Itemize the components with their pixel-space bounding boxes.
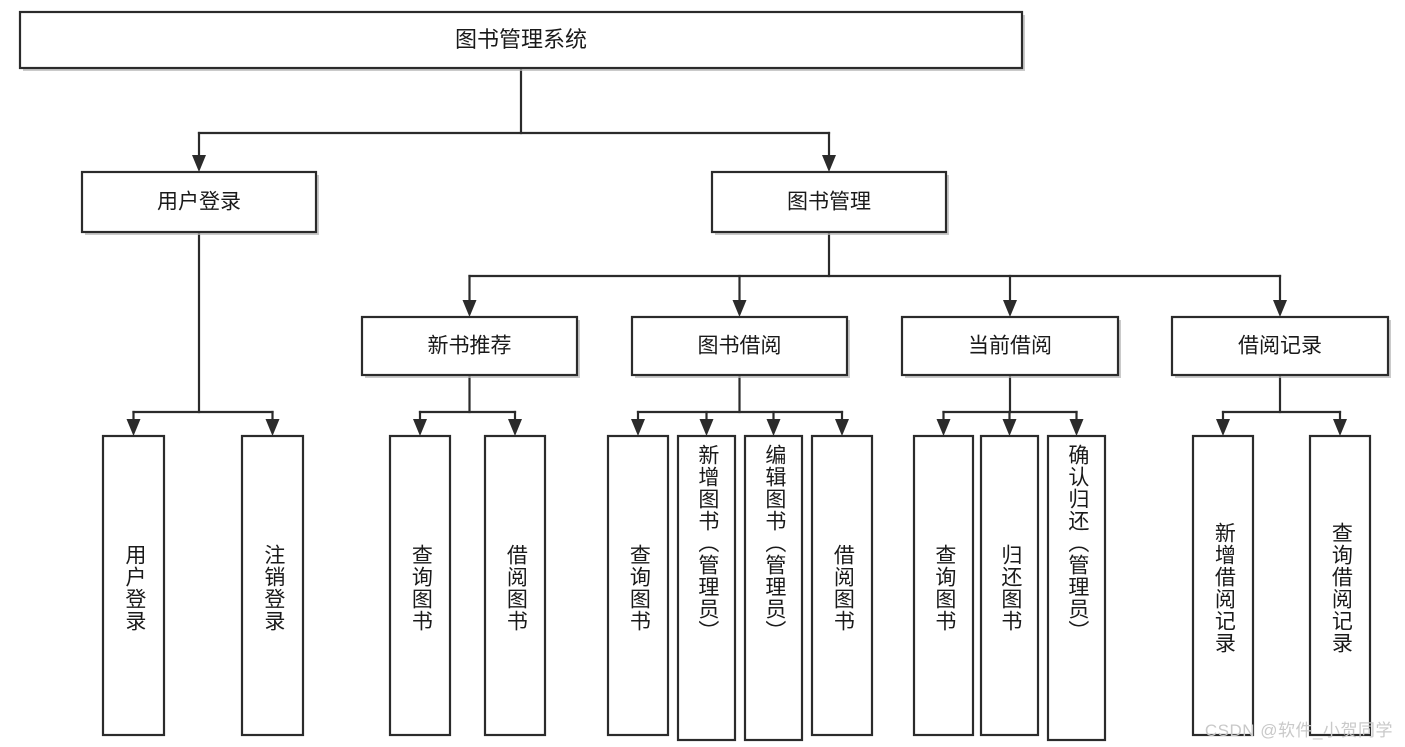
node-add-book-admin[interactable] (676, 434, 737, 742)
page-title: 图书管理系统 (455, 27, 587, 52)
node-add-borrow-record[interactable] (1191, 434, 1255, 737)
node-edit-book-admin[interactable] (743, 434, 804, 742)
node-label-book-borrow: 图书借阅 (698, 335, 782, 358)
arrow-book-mgmt-3 (1273, 300, 1287, 317)
node-query-book-3[interactable] (912, 434, 975, 737)
arrow-book-borrow-0 (631, 419, 645, 436)
node-borrow-records[interactable] (1170, 315, 1390, 377)
arrow-book-mgmt-2 (1003, 300, 1017, 317)
arrow-current-borrow-0 (936, 419, 951, 436)
node-root[interactable] (18, 10, 1024, 70)
node-borrow-book-1[interactable] (483, 434, 547, 737)
arrow-new-book-recommend-1 (508, 419, 522, 436)
arrow-book-borrow-3 (835, 419, 849, 436)
node-label-book-management: 图书管理 (787, 191, 871, 214)
arrow-current-borrow-2 (1069, 419, 1084, 436)
node-return-book[interactable] (979, 434, 1040, 737)
arrow-book-mgmt-1 (732, 300, 747, 317)
node-current-borrow[interactable] (900, 315, 1120, 377)
node-borrow-book-2[interactable] (810, 434, 874, 737)
node-label-current-borrow: 当前借阅 (968, 335, 1052, 358)
node-label-user-login: 用户登录 (157, 191, 241, 214)
arrow-root-1 (822, 155, 836, 172)
arrow-book-borrow-1 (699, 419, 714, 436)
arrow-user-login-1 (265, 419, 280, 436)
node-user-login-do[interactable] (101, 434, 166, 737)
node-query-book-1[interactable] (388, 434, 452, 737)
arrow-current-borrow-1 (1002, 419, 1017, 436)
node-label-new-book-recommend: 新书推荐 (428, 335, 512, 358)
boxes-layer (18, 10, 1391, 742)
arrow-borrow-records-0 (1216, 419, 1230, 436)
node-book-management[interactable] (710, 170, 948, 234)
node-book-borrow[interactable] (630, 315, 849, 377)
node-user-login[interactable] (80, 170, 318, 234)
node-label-borrow-records: 借阅记录 (1238, 335, 1322, 358)
node-user-logout[interactable] (240, 434, 305, 737)
watermark-text: CSDN @软件_小贺同学 (1204, 721, 1393, 740)
arrow-book-mgmt-0 (462, 300, 477, 317)
arrow-book-borrow-2 (766, 419, 781, 436)
node-confirm-return-admin[interactable] (1046, 434, 1107, 742)
arrow-borrow-records-1 (1333, 419, 1347, 436)
arrow-root-0 (192, 155, 206, 172)
arrow-user-login-0 (126, 419, 141, 436)
node-query-book-2[interactable] (606, 434, 670, 737)
node-query-borrow-record[interactable] (1308, 434, 1372, 737)
node-new-book-recommend[interactable] (360, 315, 579, 377)
arrow-new-book-recommend-0 (413, 419, 427, 436)
connectors-layer (126, 66, 1347, 436)
